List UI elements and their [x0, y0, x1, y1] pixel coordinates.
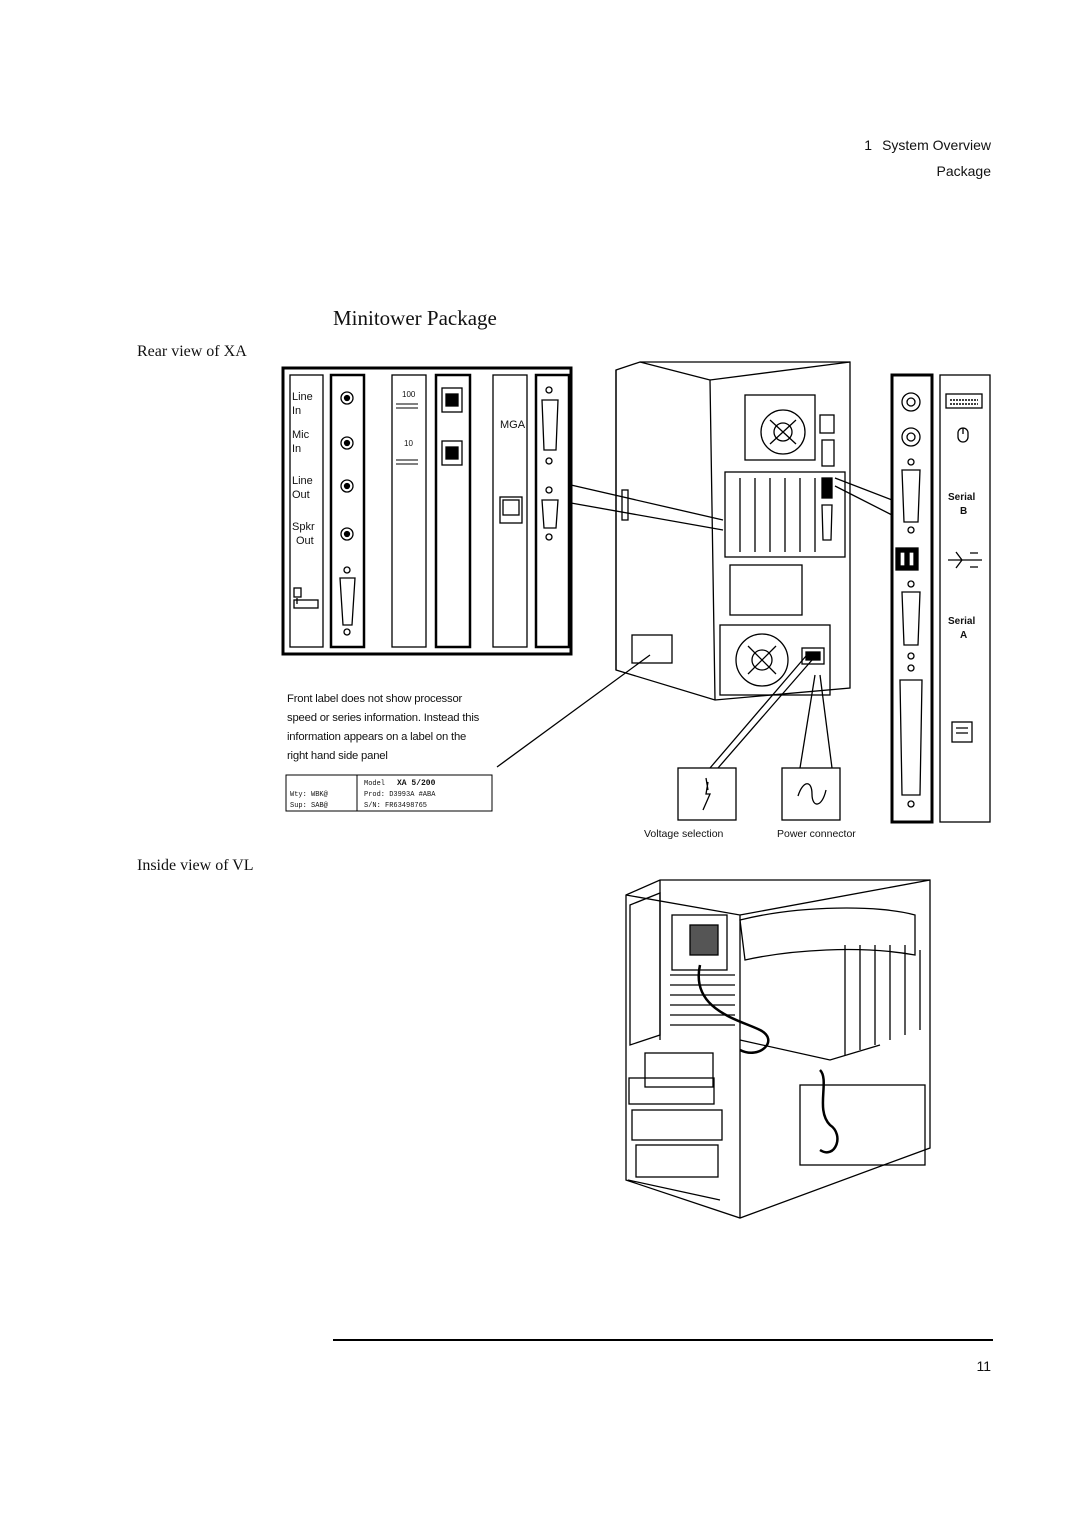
- svg-text:A: A: [960, 630, 967, 641]
- chapter-number: 1: [864, 137, 873, 153]
- io-panel-zoom: [890, 373, 991, 824]
- section-header: Package: [936, 163, 991, 179]
- footer-rule: [333, 1339, 993, 1341]
- power-connector-box: [781, 767, 841, 821]
- lan-10-label: 10: [404, 439, 413, 448]
- product-label: Model XA 5/200 Wty: WBK@ Prod: D3993A #A…: [285, 774, 493, 812]
- chapter-title: System Overview: [882, 137, 991, 153]
- wty-code: Wty: WBK@: [290, 791, 329, 799]
- mga-label: MGA: [500, 419, 526, 431]
- processor-label-note: Front label does not show processor spee…: [287, 693, 480, 762]
- prod-code: Prod: D3993A #ABA: [364, 791, 436, 799]
- svg-text:Out: Out: [292, 489, 310, 501]
- minitower-rear: [615, 361, 851, 701]
- expansion-cards-zoom: [281, 366, 573, 656]
- model-key: Model: [364, 780, 385, 788]
- power-connector-caption: Power connector: [777, 828, 856, 840]
- inside-view-heading: Inside view of VL: [137, 857, 254, 874]
- page-number: 11: [976, 1358, 991, 1374]
- voltage-selection-box: [677, 767, 737, 821]
- model-value: XA 5/200: [397, 779, 436, 788]
- svg-text:In: In: [292, 405, 301, 417]
- sup-code: Sup: SAB@: [290, 802, 329, 810]
- svg-text:Out: Out: [296, 535, 314, 547]
- line-out-label: Line: [292, 475, 313, 487]
- spkr-out-label: Spkr: [292, 521, 315, 533]
- rear-view-heading: Rear view of XA: [137, 343, 247, 360]
- serial-a-label: Serial: [948, 616, 975, 627]
- voltage-selection-caption: Voltage selection: [644, 828, 724, 840]
- chapter-header: 1 System Overview: [864, 137, 991, 153]
- serial-b-label: Serial: [948, 492, 975, 503]
- audio-port-labels: Line In Mic In Line Out Spkr Out: [292, 391, 315, 547]
- line-in-label: Line: [292, 391, 313, 403]
- svg-text:In: In: [292, 443, 301, 455]
- mic-in-label: Mic: [292, 429, 310, 441]
- page-title: Minitower Package: [333, 306, 497, 330]
- minitower-inside: [625, 879, 931, 1219]
- serial-number: S/N: FR63498765: [364, 802, 427, 810]
- lan-100-label: 100: [402, 390, 416, 399]
- svg-text:B: B: [960, 506, 967, 517]
